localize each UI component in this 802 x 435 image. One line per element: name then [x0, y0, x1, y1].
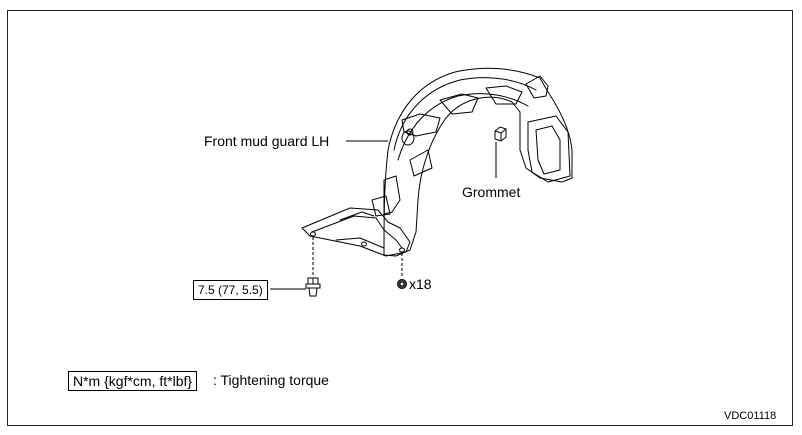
- mud-guard-label: Front mud guard LH: [204, 133, 330, 149]
- mud-guard-outline: [383, 67, 573, 257]
- figure-code: VDC01118: [724, 410, 777, 422]
- clip-icon: [397, 279, 407, 289]
- diagram-frame: [7, 10, 793, 426]
- clip-quantity-label: x18: [409, 276, 432, 292]
- torque-legend-text: : Tightening torque: [213, 372, 329, 388]
- lower-flap: [301, 207, 411, 257]
- torque-spec-box: 7.5 (77, 5.5): [193, 280, 268, 300]
- grommet-label: Grommet: [462, 184, 521, 200]
- bolt-icon: [305, 277, 321, 297]
- torque-unit-box: N*m {kgf*cm, ft*lbf}: [68, 371, 198, 391]
